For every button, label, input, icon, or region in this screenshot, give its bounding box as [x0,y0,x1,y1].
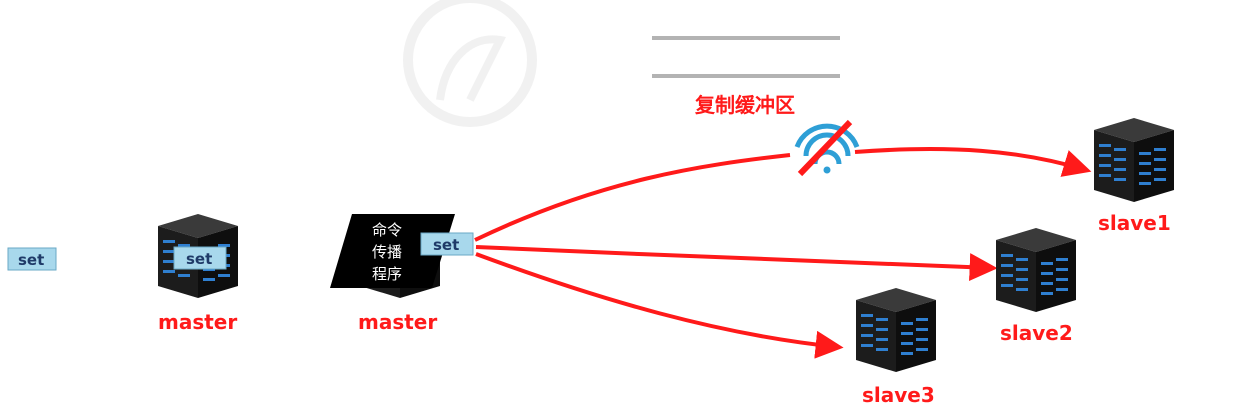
slave3-label: slave3 [862,383,935,407]
program-line-1: 命令 [372,221,402,239]
program-line-3: 程序 [372,265,402,283]
server-icon [1094,118,1174,202]
slave1-label: slave1 [1098,211,1171,235]
wifi-disconnected-icon [794,119,860,177]
server-icon [996,228,1076,312]
slave2-server [996,228,1076,312]
master-center-server: 命令 传播 程序 set [330,214,474,298]
slave3-server [856,288,936,372]
master-command-text: set [186,250,212,268]
master-center-label: master [358,310,437,334]
program-line-2: 传播 [372,243,402,261]
master-left-label: master [158,310,237,334]
replication-buffer [652,36,840,78]
watermark-logo [403,0,537,127]
incoming-command-tag: set [7,247,57,271]
buffer-label: 复制缓冲区 [694,93,795,117]
master-left-server: set [158,214,238,298]
propagated-command-text: set [433,236,459,254]
server-icon [856,288,936,372]
arrow-to-slave1-tail [854,147,1092,177]
slave1-server [1094,118,1174,202]
incoming-command-text: set [18,251,44,269]
arrow-to-slave1 [474,153,791,242]
arrow-to-slave3 [475,252,844,359]
slave2-label: slave2 [1000,321,1073,345]
arrow-to-slave2 [475,245,998,282]
